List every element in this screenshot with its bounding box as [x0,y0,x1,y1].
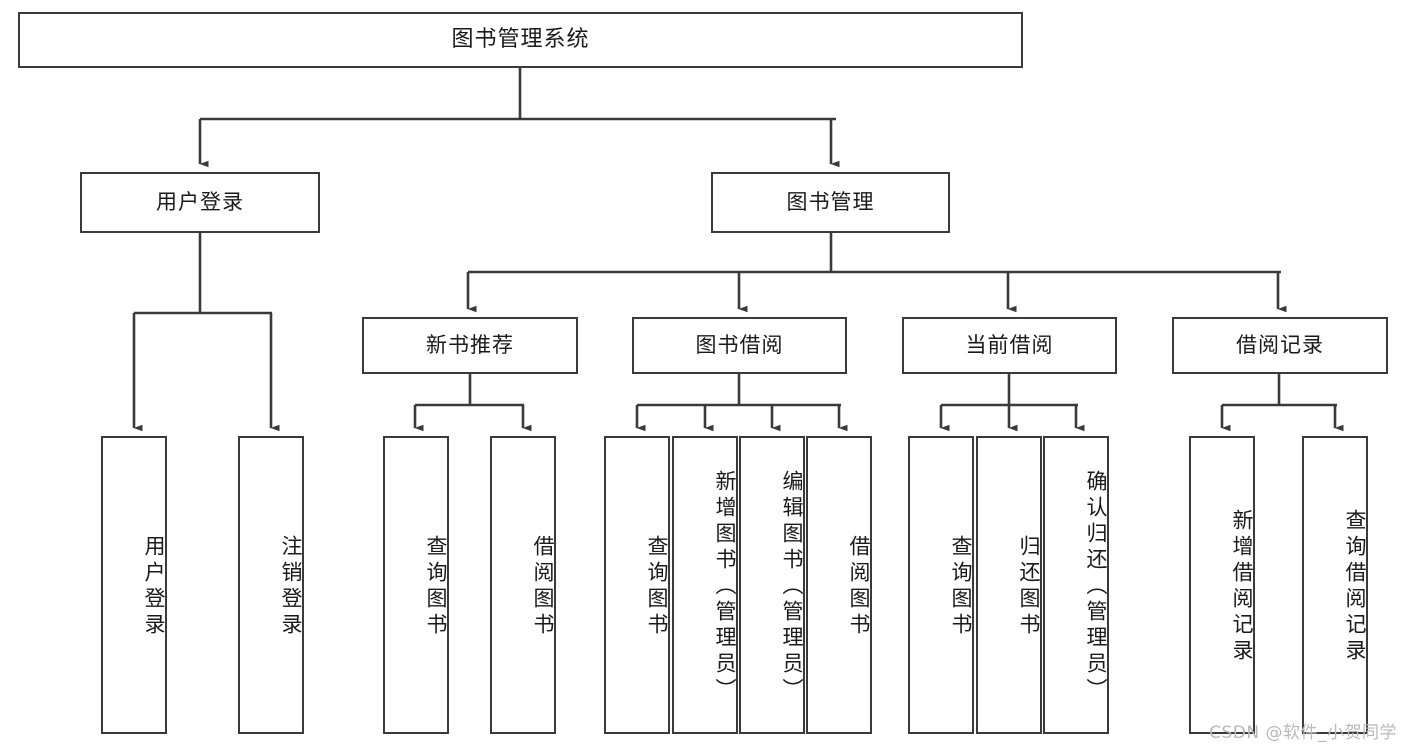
node-book-management[interactable]: 图书管理 [711,172,950,233]
node-label: 图书借阅 [695,332,784,357]
leaf-query-book-recommend[interactable]: 查询图书 [383,436,449,734]
node-label: 新书推荐 [426,332,514,357]
node-user-login[interactable]: 用户登录 [80,172,320,233]
leaf-logout[interactable]: 注销登录 [238,436,304,734]
leaf-confirm-return-admin[interactable]: 确认归还（管理员） [1043,436,1109,734]
leaf-return-book[interactable]: 归还图书 [976,436,1042,734]
leaf-edit-book-admin[interactable]: 编辑图书（管理员） [739,436,805,734]
node-borrow-record[interactable]: 借阅记录 [1172,317,1388,374]
node-root-system[interactable]: 图书管理系统 [18,12,1023,68]
node-label: 用户登录 [156,189,244,214]
node-label: 编辑图书（管理员） [780,470,804,704]
node-label: 借阅图书 [847,535,871,639]
leaf-add-borrow-record[interactable]: 新增借阅记录 [1189,436,1255,734]
leaf-borrow-book-recommend[interactable]: 借阅图书 [490,436,556,734]
leaf-add-book-admin[interactable]: 新增图书（管理员） [672,436,738,734]
node-label: 查询图书 [424,535,448,639]
node-new-book-recommend[interactable]: 新书推荐 [362,317,578,374]
leaf-user-login[interactable]: 用户登录 [101,436,167,734]
node-label: 归还图书 [1017,535,1041,639]
node-label: 查询图书 [645,535,669,639]
node-label: 借阅记录 [1236,332,1324,357]
node-label: 确认归还（管理员） [1084,470,1108,704]
node-label: 用户登录 [142,535,166,639]
node-book-borrow[interactable]: 图书借阅 [632,317,847,374]
node-label: 借阅图书 [531,535,555,639]
node-label: 查询图书 [949,535,973,639]
leaf-borrow-book[interactable]: 借阅图书 [806,436,872,734]
node-label: 图书管理 [786,189,875,214]
leaf-query-book-current[interactable]: 查询图书 [908,436,974,734]
node-label: 新增借阅记录 [1230,509,1254,665]
node-label: 新增图书（管理员） [713,470,737,704]
node-label: 当前借阅 [965,332,1054,357]
node-label: 查询借阅记录 [1343,509,1367,665]
leaf-query-borrow-record[interactable]: 查询借阅记录 [1302,436,1368,734]
node-label: 注销登录 [279,535,303,639]
watermark-text: CSDN @软件_小贺同学 [1209,723,1397,743]
leaf-query-book-borrow[interactable]: 查询图书 [604,436,670,734]
node-label: 图书管理系统 [451,26,590,52]
node-current-borrow[interactable]: 当前借阅 [902,317,1117,374]
